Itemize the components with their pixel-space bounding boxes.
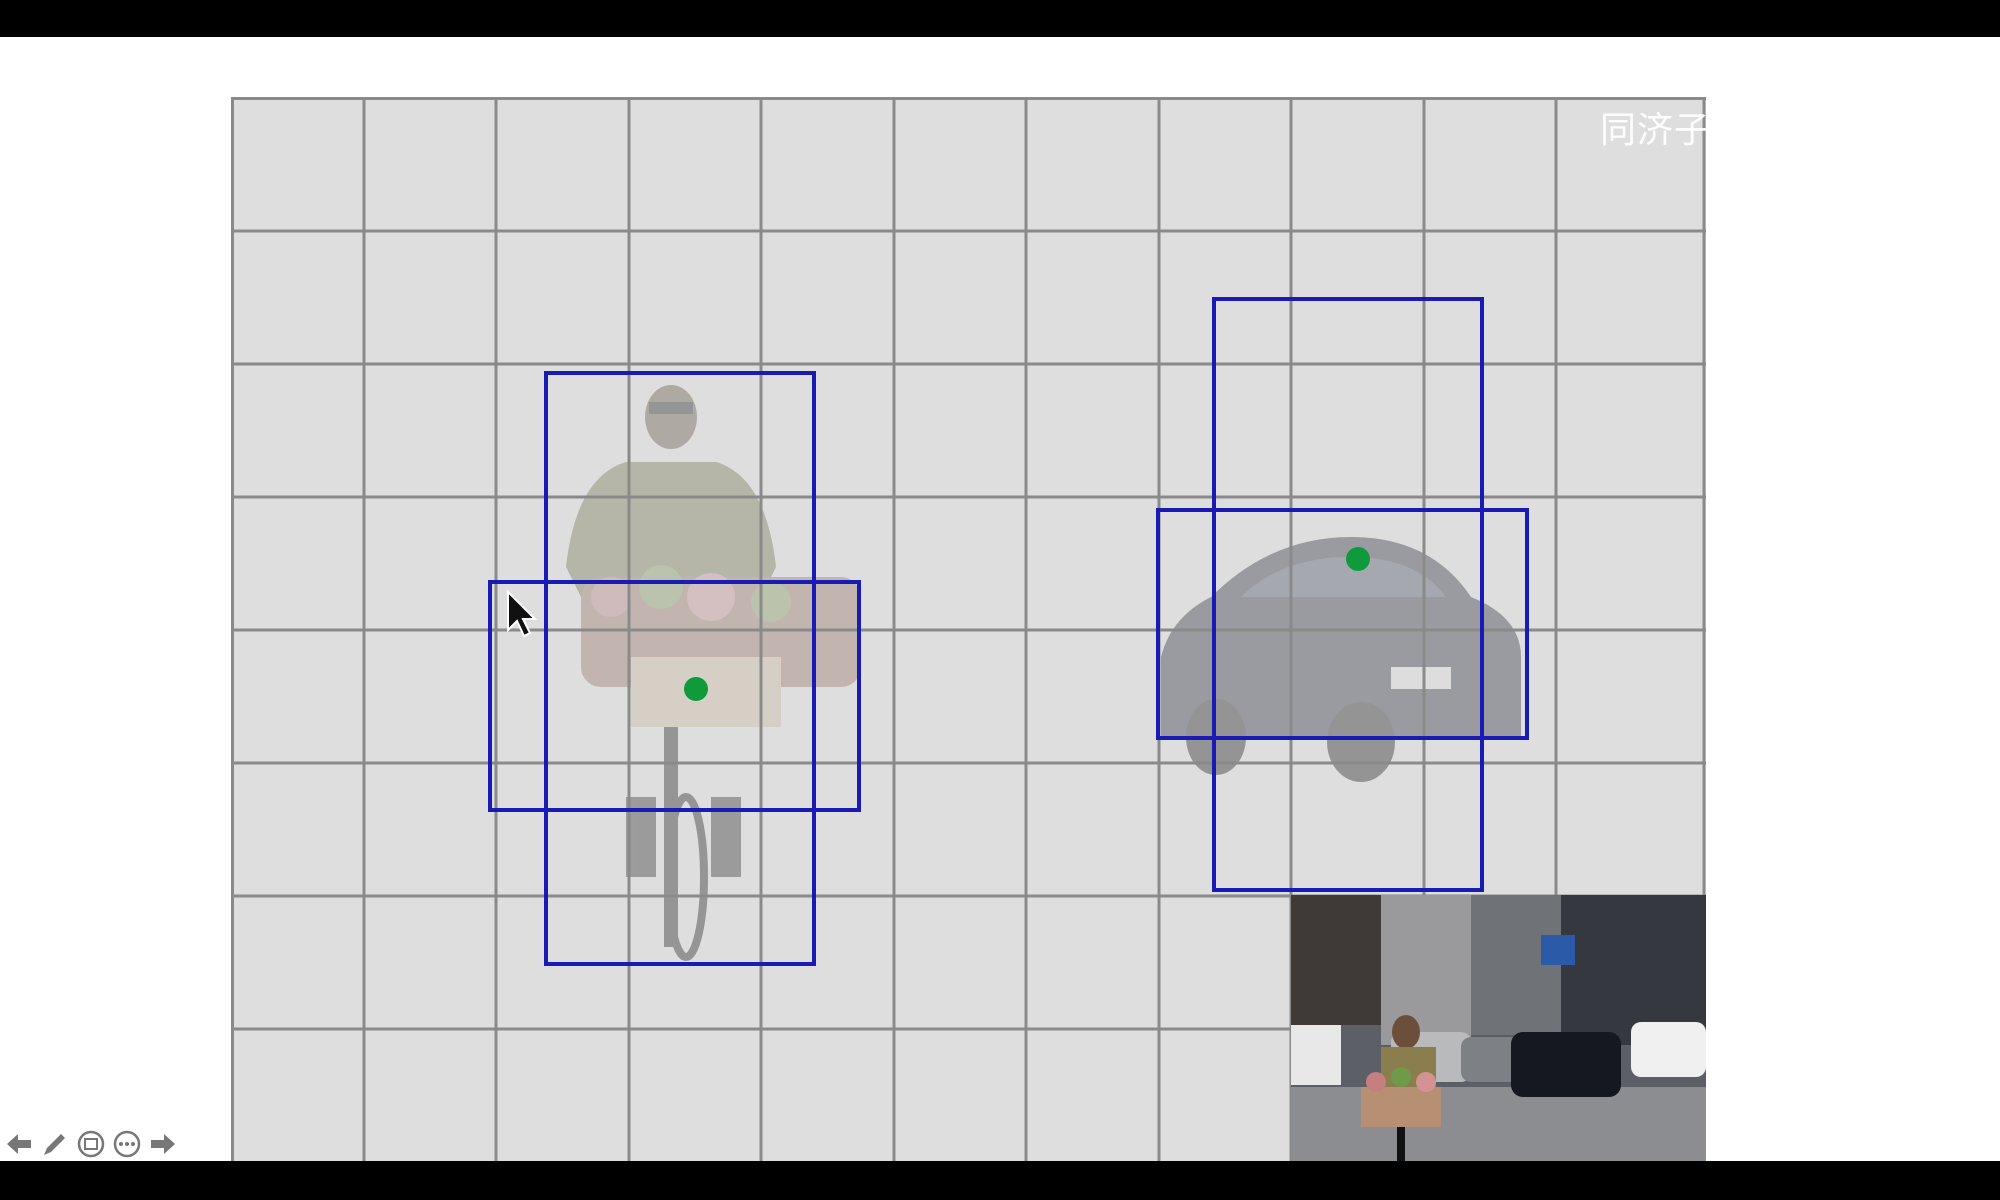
top-letterbox [0,0,2000,37]
cyclist-head [645,385,697,449]
bike-wheel [664,793,708,961]
presentation-controls [4,1128,178,1160]
cyclist-tall-anchor-box [544,371,816,966]
cyclist-center-point [684,677,708,701]
flower-basket [581,577,861,687]
anchor-boxes [488,297,1529,966]
arrow-right-icon[interactable] [148,1129,178,1159]
watermark: 同济子豪兄 bilibili [1600,95,1973,158]
car-center-point [1346,547,1370,571]
inset-street-photo [1291,895,1706,1161]
watermark-channel: 同济子豪兄 [1600,108,1786,150]
cyclist-jacket [566,462,776,617]
car-wide-anchor-box [1156,508,1529,740]
car-tall-anchor-box [1212,297,1484,892]
cyclist-wide-anchor-box [488,580,861,812]
watermark-brand: bilibili [1799,95,1973,158]
arrow-left-icon[interactable] [4,1129,34,1159]
more-icon[interactable] [112,1129,142,1159]
bottom-letterbox [0,1161,2000,1200]
cyclist-sunglasses [649,402,693,414]
slides-icon[interactable] [76,1129,106,1159]
pen-icon[interactable] [40,1129,70,1159]
mouse-cursor-icon [507,589,538,638]
car-plate [1391,667,1451,689]
slide-canvas [0,37,2000,1161]
grid-svg [231,97,1706,1161]
car-wheel-right [1327,702,1395,782]
car-body [1161,537,1521,737]
grid-figure [231,97,1706,1161]
